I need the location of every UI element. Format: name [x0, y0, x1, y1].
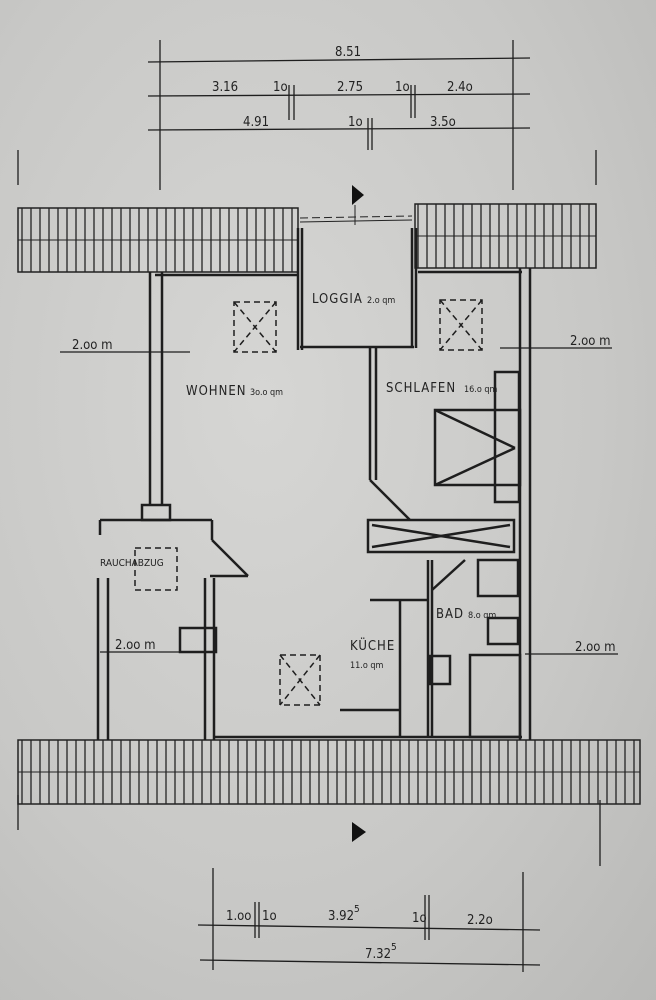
- room-bad-area: 8.o qm: [468, 611, 496, 621]
- height-mark-1: 2.oo m: [72, 338, 113, 353]
- height-mark-3: 2.oo m: [115, 638, 156, 653]
- dim-top-5: 2.4o: [447, 80, 473, 95]
- dim-top-4: 1o: [395, 80, 410, 95]
- dim-total-top: 8.51: [335, 45, 361, 60]
- room-schlafen-label: SCHLAFEN: [386, 381, 456, 396]
- dim-bottom-4: 1o: [412, 911, 427, 926]
- room-loggia-label: LOGGIA: [312, 292, 363, 307]
- rauchabzug-label: RAUCHABZUG: [100, 558, 164, 569]
- room-kueche-label: KÜCHE: [350, 637, 395, 654]
- section-arrow-top-icon: [352, 185, 364, 205]
- room-bad-label: BAD: [436, 607, 464, 622]
- skylight-icons: [134, 299, 483, 706]
- dim-bottom-2: 1o: [262, 909, 277, 924]
- skylight-wohnen-icon: [233, 301, 277, 353]
- skylight-kueche-icon: [279, 654, 321, 706]
- dim-bottom-3: 3.925: [328, 904, 360, 924]
- dim-top-8: 3.5o: [430, 115, 456, 130]
- room-wohnen-label: WOHNEN: [186, 384, 246, 399]
- dim-bottom-1: 1.oo: [226, 909, 251, 924]
- height-mark-2: 2.oo m: [570, 334, 611, 349]
- room-kueche-area: 11.o qm: [350, 661, 384, 671]
- dim-top-1: 3.16: [212, 80, 238, 95]
- skylight-schlafen-icon: [439, 299, 483, 351]
- room-schlafen-area: 16.o qm: [464, 385, 498, 395]
- dim-bottom-5: 2.2o: [467, 913, 493, 928]
- roof-hatch: [17, 203, 641, 805]
- dim-top-3: 2.75: [337, 80, 363, 95]
- dim-top-7: 1o: [348, 115, 363, 130]
- walls: [96, 228, 532, 740]
- rauchabzug-icon: [134, 547, 178, 591]
- room-wohnen-area: 3o.o qm: [250, 388, 283, 398]
- dim-top-6: 4.91: [243, 115, 269, 130]
- dim-bottom-total: 7.325: [365, 942, 397, 962]
- top-dimension-chain: [17, 40, 597, 190]
- bottom-dimension-chain: [17, 795, 601, 972]
- room-loggia-area: 2.o qm: [367, 296, 395, 306]
- dim-top-2: 1o: [273, 80, 288, 95]
- height-mark-4: 2.oo m: [575, 640, 616, 655]
- section-arrow-bottom-icon: [352, 822, 366, 842]
